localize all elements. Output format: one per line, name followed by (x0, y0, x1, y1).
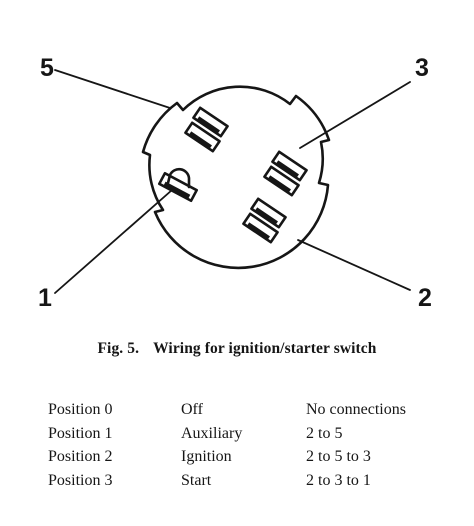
terminal-1-blade (157, 167, 199, 203)
terminal-label-1: 1 (38, 284, 52, 312)
position-cell: Position 2 (48, 448, 113, 465)
lead-5-wire (54, 69, 171, 109)
lead-3-wire (299, 81, 411, 149)
state-cell: Ignition (181, 448, 232, 465)
state-cell: Auxiliary (181, 424, 243, 442)
figure-caption: Fig. 5. Wiring for ignition/starter switc… (0, 340, 474, 358)
state-cell: Off (181, 401, 203, 418)
terminal-2-blades (242, 197, 287, 244)
connection-cell: 2 to 5 to 3 (306, 448, 371, 465)
terminal-3-blades (263, 150, 308, 197)
terminal-5-blades (184, 106, 229, 153)
terminal-label-2: 2 (418, 284, 432, 312)
lead-1-wire (54, 189, 173, 294)
connection-cell: 2 to 3 to 1 (306, 471, 371, 489)
figure-title: Wiring for ignition/starter switch (153, 340, 377, 357)
position-cell: Position 0 (48, 401, 113, 418)
position-cell: Position 1 (48, 424, 113, 442)
connection-cell: 2 to 5 (306, 424, 343, 442)
figure-number: Fig. 5. (97, 340, 140, 357)
terminal-label-3: 3 (415, 54, 429, 82)
terminal-label-5: 5 (40, 54, 54, 82)
lead-2-wire (297, 239, 411, 291)
switch-wiring-diagram: 5 3 1 2 (38, 54, 432, 312)
switch-body-outline (141, 85, 331, 270)
position-cell: Position 3 (48, 471, 113, 489)
connection-cell: No connections (306, 401, 406, 418)
state-cell: Start (181, 471, 212, 489)
